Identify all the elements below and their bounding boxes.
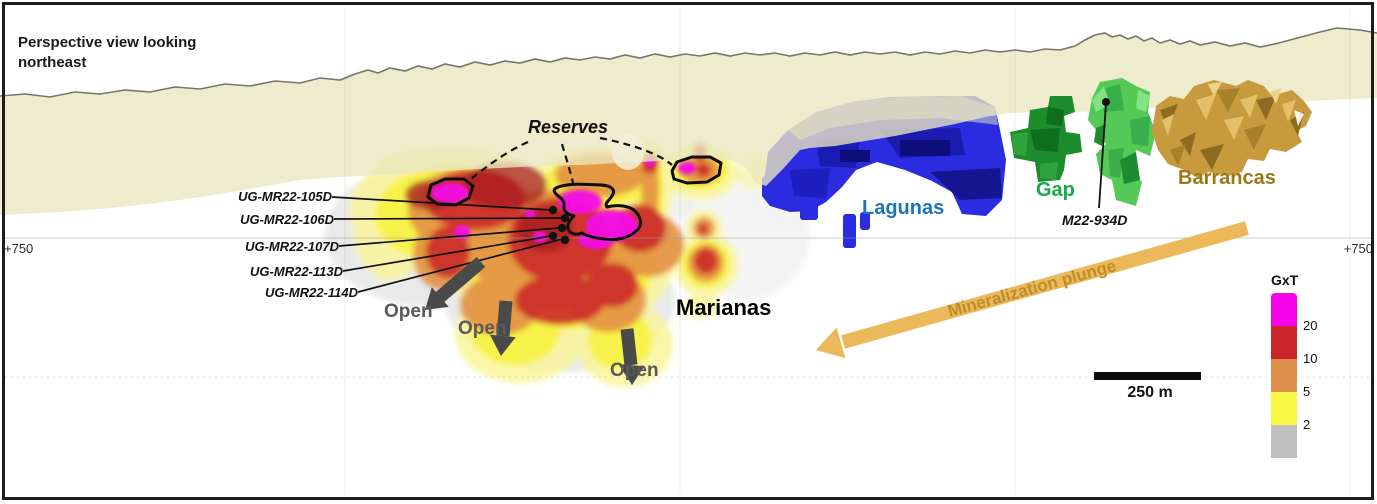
gxt-legend: GxT 20 10 5 2: [1255, 272, 1335, 458]
drill-leader-lines: [331, 196, 563, 293]
open-arrows: [425, 257, 645, 385]
zone-label-barrancas: Barrancas: [1178, 167, 1276, 189]
legend-color-bar: 20 10 5 2: [1271, 293, 1317, 458]
elevation-label-right: +750: [1343, 241, 1373, 256]
drill-label-ug-mr22-105d: UG-MR22-105D: [238, 189, 332, 204]
plunge-arrow: [816, 221, 1249, 359]
scale-bar-label: 250 m: [1127, 384, 1173, 401]
barrancas-body: [1152, 80, 1312, 178]
gridlines: [5, 8, 1372, 495]
zone-label-gap: Gap: [1036, 179, 1075, 201]
drillhole-m22-934d-collar: [1102, 98, 1110, 106]
marianas-heatmap: [325, 138, 810, 387]
legend-swatch-yellow: [1271, 392, 1297, 425]
zone-label-marianas: Marianas: [676, 295, 772, 320]
drill-label-ug-mr22-106d: UG-MR22-106D: [240, 212, 334, 227]
open-label-2: Open: [458, 318, 507, 339]
legend-swatch-gray: [1271, 425, 1297, 458]
legend-swatch-magenta: [1271, 293, 1297, 326]
legend-tick-10: 10: [1303, 351, 1318, 366]
reserve-pointer-lines: [467, 136, 673, 184]
view-title: Perspective view looking northeast: [18, 34, 197, 71]
legend-tick-20: 20: [1303, 318, 1318, 333]
drill-label-ug-mr22-107d: UG-MR22-107D: [245, 239, 339, 254]
drillhole-collar-dots: [548, 205, 570, 245]
gap-body: [1010, 78, 1156, 209]
scale-bar: [1094, 372, 1201, 380]
legend-swatch-red: [1271, 326, 1297, 359]
drill-label-ug-mr22-114d: UG-MR22-114D: [265, 285, 358, 300]
drill-label-m22-934d: M22-934D: [1062, 212, 1128, 228]
open-label-3: Open: [610, 360, 659, 381]
elevation-label-left: +750: [4, 241, 34, 256]
reserves-label: Reserves: [527, 117, 609, 137]
drill-label-ug-mr22-113d: UG-MR22-113D: [250, 264, 343, 279]
legend-tick-2: 2: [1303, 417, 1311, 432]
legend-swatch-orange: [1271, 359, 1297, 392]
terrain-band: [0, 27, 1377, 215]
legend-tick-5: 5: [1303, 384, 1311, 399]
zone-label-lagunas: Lagunas: [862, 197, 945, 219]
legend-title: GxT: [1271, 272, 1299, 288]
open-label-1: Open: [384, 301, 433, 322]
